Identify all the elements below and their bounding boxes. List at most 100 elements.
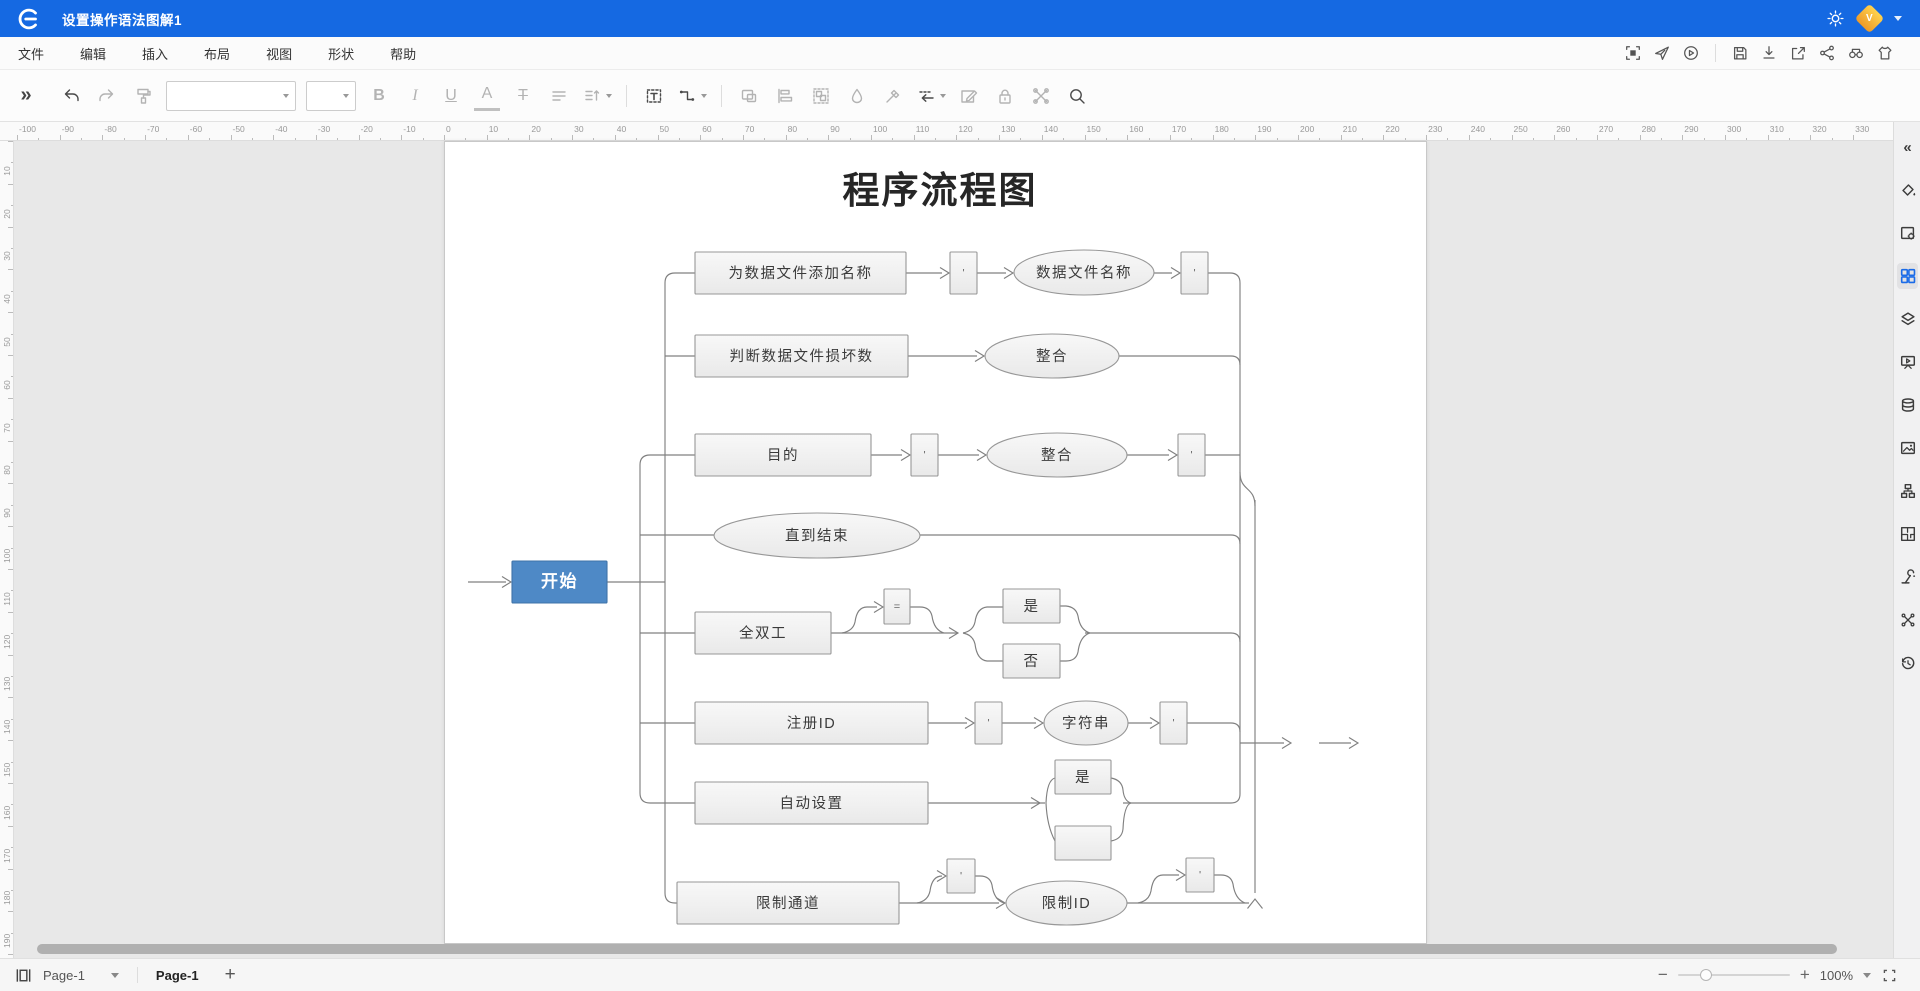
search-button[interactable] — [1064, 81, 1090, 111]
account-caret-icon[interactable] — [1894, 16, 1902, 21]
diagram-node[interactable]: ' — [949, 251, 978, 295]
menu-item-5[interactable]: 视图 — [266, 46, 293, 62]
diagram-node[interactable]: 自动设置 — [694, 781, 929, 825]
text-tool-button[interactable] — [641, 81, 667, 111]
export-icon[interactable] — [1789, 44, 1807, 62]
diagram-node[interactable]: 判断数据文件损坏数 — [694, 334, 909, 378]
shape-tool-button[interactable] — [736, 81, 762, 111]
page-setup-icon[interactable] — [1897, 220, 1918, 246]
lock-button[interactable] — [992, 81, 1018, 111]
org-chart-icon[interactable] — [1897, 478, 1918, 504]
menu-item-6[interactable]: 形状 — [328, 46, 355, 62]
app-logo-icon[interactable] — [16, 6, 42, 32]
fill-color-button[interactable] — [844, 81, 870, 111]
fill-style-icon[interactable] — [1897, 177, 1918, 203]
bold-button[interactable]: B — [373, 86, 385, 104]
zoom-level-value[interactable]: 100% — [1819, 967, 1853, 983]
node-shape[interactable] — [1185, 857, 1215, 893]
text-align-button[interactable] — [546, 81, 572, 111]
node-shape[interactable] — [1005, 880, 1128, 926]
diagram-node[interactable]: 开始 — [511, 560, 608, 604]
connection-points-icon[interactable] — [1897, 607, 1918, 633]
node-shape[interactable] — [694, 433, 872, 477]
diagram-node[interactable]: ' — [1185, 857, 1215, 893]
node-shape[interactable] — [1013, 249, 1155, 296]
underline-button[interactable]: U — [445, 86, 457, 104]
diagram-node[interactable]: 注册ID — [694, 701, 929, 745]
node-shape[interactable] — [974, 701, 1003, 745]
node-shape[interactable] — [694, 251, 907, 295]
font-family-select[interactable] — [166, 80, 296, 111]
layers-icon[interactable] — [1897, 306, 1918, 332]
canvas-workspace[interactable]: 为数据文件添加名称'数据文件名称'判断数据文件损坏数整合目的'整合'直到结束开始… — [0, 141, 1893, 958]
font-size-select[interactable] — [306, 80, 356, 111]
align-shapes-button[interactable] — [772, 81, 798, 111]
node-shape[interactable] — [984, 333, 1120, 379]
symbol-library-icon[interactable] — [1897, 263, 1918, 289]
node-shape[interactable] — [694, 334, 909, 378]
zoom-slider[interactable] — [1677, 969, 1790, 981]
save-icon[interactable] — [1731, 44, 1749, 62]
menu-item-3[interactable]: 插入 — [142, 46, 169, 62]
collapse-panel-icon[interactable]: « — [1903, 138, 1912, 156]
node-shape[interactable] — [986, 432, 1128, 478]
group-button[interactable] — [808, 81, 834, 111]
lighting-icon[interactable] — [1897, 564, 1918, 590]
connector-tool-button[interactable] — [677, 81, 707, 111]
diagram-node[interactable]: 直到结束 — [713, 512, 921, 559]
diagram-node[interactable]: ' — [1177, 433, 1206, 477]
page-selector[interactable]: Page-1 — [43, 968, 119, 983]
more-tools-button[interactable]: » — [20, 84, 32, 106]
play-demo-icon[interactable] — [1682, 44, 1700, 62]
diagram-node[interactable]: 数据文件名称 — [1013, 249, 1155, 296]
line-color-button[interactable] — [880, 81, 906, 111]
diagram-node[interactable]: 字符串 — [1043, 700, 1129, 746]
zoom-caret-icon[interactable] — [1863, 972, 1871, 978]
node-shape[interactable] — [713, 512, 921, 559]
node-shape[interactable] — [694, 611, 832, 655]
diagram-node[interactable]: ' — [1180, 251, 1209, 295]
diagram-node[interactable] — [1054, 825, 1112, 861]
diagram-node[interactable]: 否 — [1002, 643, 1061, 679]
diagram-node[interactable]: 是 — [1002, 588, 1061, 624]
zoom-in-button[interactable]: + — [1799, 965, 1810, 984]
page-sheet[interactable] — [444, 141, 1427, 944]
node-shape[interactable] — [1180, 251, 1209, 295]
node-shape[interactable] — [1054, 825, 1112, 861]
panels-toggle-icon[interactable] — [14, 966, 33, 985]
history-icon[interactable] — [1897, 650, 1918, 676]
diagram-node[interactable]: 全双工 — [694, 611, 832, 655]
diagram-node[interactable]: ' — [1159, 701, 1188, 745]
node-shape[interactable] — [1159, 701, 1188, 745]
diagram-node[interactable]: = — [883, 588, 911, 625]
diagram-node[interactable]: 为数据文件添加名称 — [694, 251, 907, 295]
diagram-node[interactable]: 目的 — [694, 433, 872, 477]
diagram-node[interactable]: 限制通道 — [676, 881, 900, 925]
node-shape[interactable] — [1043, 700, 1129, 746]
node-shape[interactable] — [946, 858, 976, 894]
presentation-icon[interactable] — [1897, 349, 1918, 375]
send-present-icon[interactable] — [1653, 44, 1671, 62]
diagram-node[interactable]: ' — [974, 701, 1003, 745]
node-shape[interactable] — [694, 781, 929, 825]
diagram-node[interactable]: 整合 — [984, 333, 1120, 379]
node-shape[interactable] — [1054, 759, 1112, 795]
menu-item-1[interactable]: 文件 — [18, 46, 45, 62]
node-shape[interactable] — [883, 588, 911, 625]
floor-plan-icon[interactable] — [1897, 521, 1918, 547]
format-painter-button[interactable] — [130, 81, 156, 111]
diagram-node[interactable]: ' — [946, 858, 976, 894]
find-replace-icon[interactable] — [1847, 44, 1865, 62]
menu-item-7[interactable]: 帮助 — [390, 46, 417, 62]
diagram-node[interactable]: 限制ID — [1005, 880, 1128, 926]
fullscreen-icon[interactable] — [1881, 967, 1898, 984]
diagram-node[interactable]: 整合 — [986, 432, 1128, 478]
italic-button[interactable]: I — [412, 86, 418, 104]
data-icon[interactable] — [1897, 392, 1918, 418]
menu-item-2[interactable]: 编辑 — [80, 46, 107, 62]
font-color-button[interactable]: A — [474, 81, 500, 111]
diagram-node[interactable]: ' — [910, 433, 939, 477]
node-shape[interactable] — [1177, 433, 1206, 477]
horizontal-scrollbar-thumb[interactable] — [37, 944, 1837, 954]
node-shape[interactable] — [1002, 643, 1061, 679]
